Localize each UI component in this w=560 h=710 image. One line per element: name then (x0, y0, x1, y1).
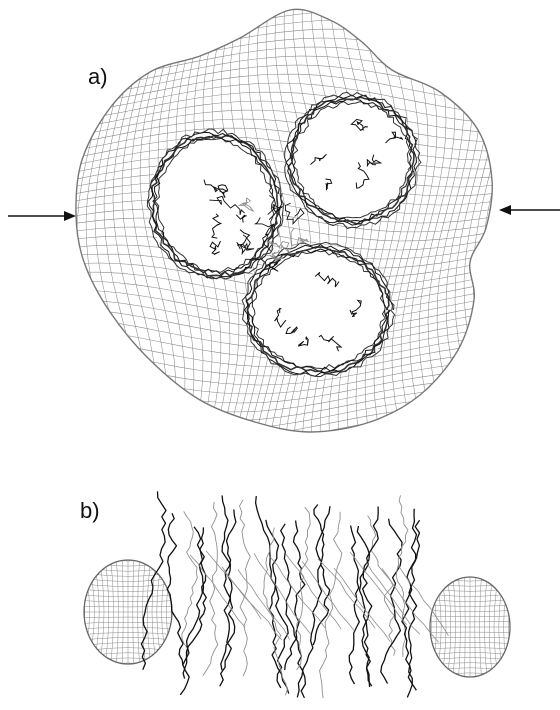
panel-a-label: a) (88, 64, 108, 89)
panel-b: b) (68, 491, 530, 698)
mesh-cap-right (410, 567, 530, 687)
side-view-chains (141, 491, 448, 698)
right-arrow (499, 205, 560, 215)
mesh-envelope-top-view (0, 0, 560, 466)
trimer-rings (137, 84, 428, 377)
panel-a: a) (0, 0, 560, 466)
panel-b-label: b) (80, 498, 100, 523)
left-arrow (8, 211, 76, 221)
mesh-cap-left (68, 552, 188, 672)
